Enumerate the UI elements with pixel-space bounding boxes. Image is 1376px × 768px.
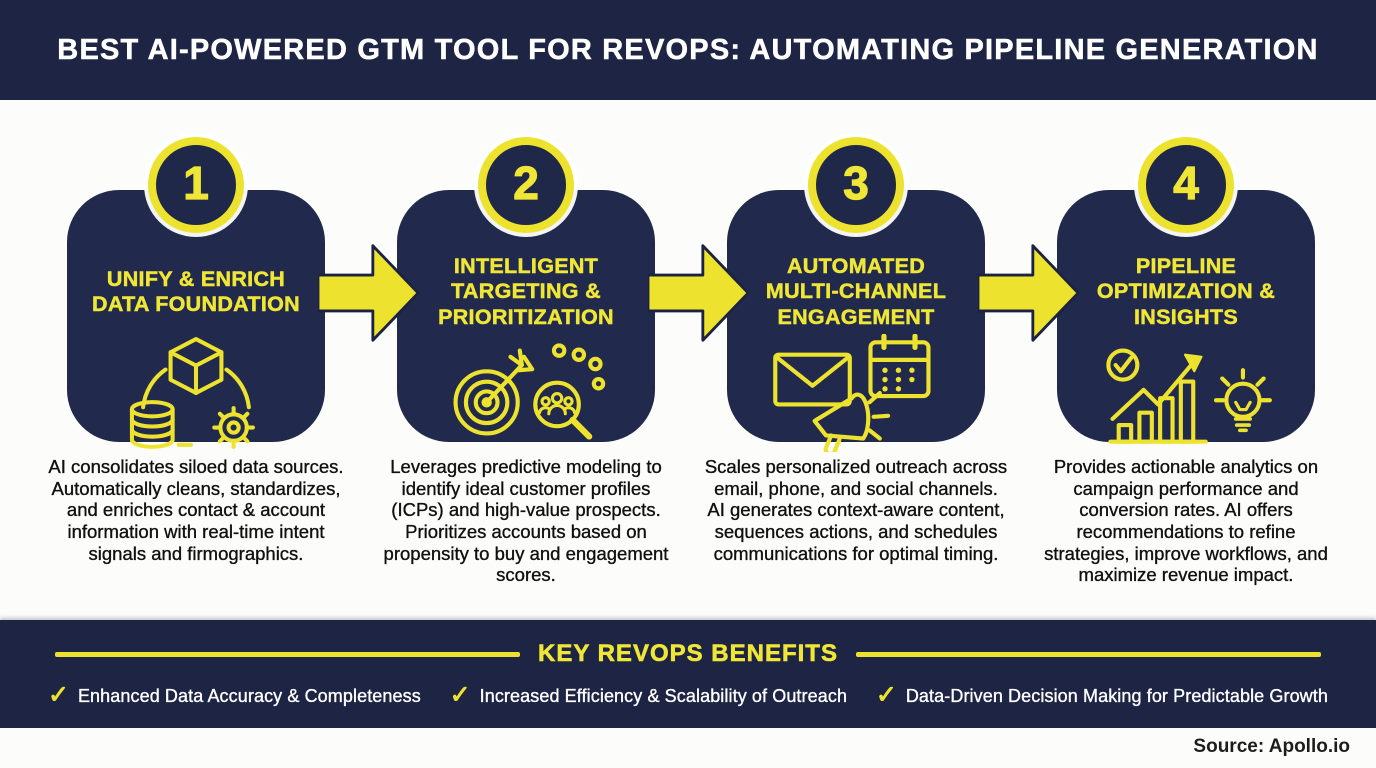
target-dart-icon: [453, 348, 535, 436]
step-2-title: INTELLIGENT TARGETING & PRIORITIZATION: [438, 253, 614, 329]
cube-icon: [168, 337, 224, 395]
data-foundation-icon: [129, 337, 255, 449]
step-2-description: Leverages predictive modeling to identif…: [383, 456, 669, 586]
step-number: 1: [183, 156, 210, 209]
check-circle-icon: [1106, 348, 1140, 382]
step-3: 3 AUTOMATED MULTI-CHANNEL ENGAGEMENT: [691, 100, 1021, 620]
header-bar: BEST AI-POWERED GTM TOOL FOR REVOPS: AUT…: [0, 0, 1376, 100]
database-icon: [129, 400, 175, 449]
source-attribution: Source: Apollo.io: [1193, 736, 1350, 757]
benefit-label: Data-Driven Decision Making for Predicta…: [905, 686, 1328, 706]
step-1: 1 UNIFY & ENRICH DATA FOUNDATION: [31, 100, 361, 620]
benefit-label: Enhanced Data Accuracy & Completeness: [77, 686, 421, 706]
growth-chart-icon: [1108, 353, 1208, 444]
arrow-step3-to-step4-icon: [978, 244, 1080, 342]
arrow-step1-to-step2-icon: [318, 244, 420, 342]
step-2: 2 INTELLIGENT TARGETING & PRIORITIZATION: [361, 100, 691, 620]
step-2-icons: [397, 334, 655, 460]
benefits-bar: KEY REVOPS BENEFITS ✓ Enhanced Data Accu…: [0, 620, 1376, 728]
checkmark-icon: ✓: [875, 681, 897, 709]
lightbulb-icon: [1213, 368, 1272, 433]
envelope-icon: [773, 352, 852, 407]
step-1-icons: [67, 334, 325, 466]
benefits-list: ✓ Enhanced Data Accuracy & Completeness …: [0, 681, 1376, 709]
step-2-number-badge: 2: [478, 137, 574, 233]
step-3-card: AUTOMATED MULTI-CHANNEL ENGAGEMENT: [727, 190, 985, 452]
step-number: 2: [513, 156, 540, 209]
step-number: 4: [1173, 156, 1200, 209]
step-4-icons: [1057, 334, 1315, 462]
targeting-icon: [453, 343, 606, 440]
step-3-number-badge: 3: [808, 137, 904, 233]
insights-icon: [1106, 348, 1272, 444]
link-arc-right: [224, 367, 251, 410]
benefit-item: ✓ Data-Driven Decision Making for Predic…: [875, 681, 1328, 709]
step-4-description: Provides actionable analytics on campaig…: [1044, 456, 1328, 586]
gear-icon: [212, 406, 255, 449]
step-3-icons: [727, 334, 985, 462]
audience-magnifier-icon: [533, 380, 593, 440]
step-3-title: AUTOMATED MULTI-CHANNEL ENGAGEMENT: [765, 253, 947, 329]
source-row: Source: Apollo.io: [0, 728, 1376, 768]
benefit-item: ✓ Enhanced Data Accuracy & Completeness: [48, 681, 421, 709]
divider-line-right: [855, 651, 1321, 657]
step-1-number-badge: 1: [148, 137, 244, 233]
divider-line-left: [55, 651, 521, 657]
engagement-icon: [773, 334, 931, 452]
step-number: 3: [843, 156, 870, 209]
checkmark-icon: ✓: [449, 681, 471, 709]
benefits-title: KEY REVOPS BENEFITS: [538, 640, 838, 668]
megaphone-icon: [812, 390, 891, 452]
arrow-step2-to-step3-icon: [648, 244, 750, 342]
step-4-title: PIPELINE OPTIMIZATION & INSIGHTS: [1096, 253, 1276, 329]
calendar-icon: [868, 334, 931, 399]
benefits-header: KEY REVOPS BENEFITS: [0, 640, 1376, 668]
page-title: BEST AI-POWERED GTM TOOL FOR REVOPS: AUT…: [57, 33, 1319, 66]
benefit-label: Increased Efficiency & Scalability of Ou…: [479, 686, 848, 706]
process-area: 1 UNIFY & ENRICH DATA FOUNDATION: [0, 100, 1376, 620]
benefit-item: ✓ Increased Efficiency & Scalability of …: [449, 681, 848, 709]
checkmark-icon: ✓: [48, 681, 69, 709]
dots-icon: [551, 343, 606, 391]
step-4: 4 PIPELINE OPTIMIZATION & INSIGHTS: [1021, 100, 1351, 620]
step-1-title: UNIFY & ENRICH DATA FOUNDATION: [92, 266, 300, 316]
step-4-number-badge: 4: [1138, 137, 1234, 233]
step-3-description: Scales personalized outreach across emai…: [704, 456, 1008, 564]
step-1-description: AI consolidates siloed data sources. Aut…: [48, 456, 344, 564]
